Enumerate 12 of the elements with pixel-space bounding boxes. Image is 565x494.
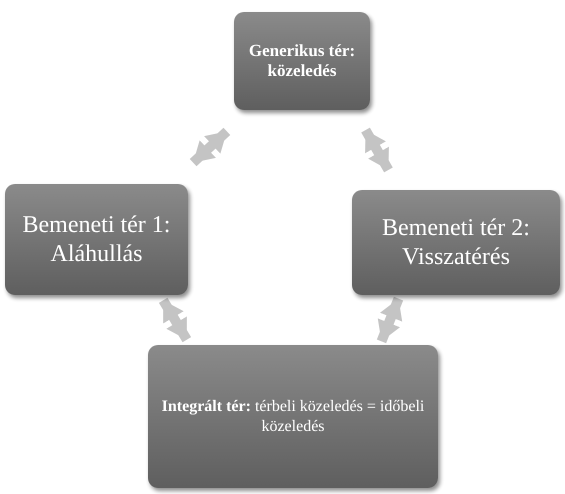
process-box (352, 190, 560, 295)
double-arrow (190, 128, 230, 166)
box-text: Bemeneti tér 2: Visszatérés (381, 214, 531, 272)
process-box (148, 345, 438, 488)
double-arrow (158, 298, 192, 342)
box-text: Integrált tér: térbeli közeledés = időbeli közeledés (160, 397, 426, 436)
double-arrow (361, 128, 393, 172)
box-text: Bemeneti tér 1: Aláhullás (22, 210, 172, 268)
box-text: Generikus tér: közeledés (248, 40, 356, 82)
process-box (234, 12, 370, 110)
double-arrow (376, 296, 404, 344)
process-box (5, 184, 188, 295)
